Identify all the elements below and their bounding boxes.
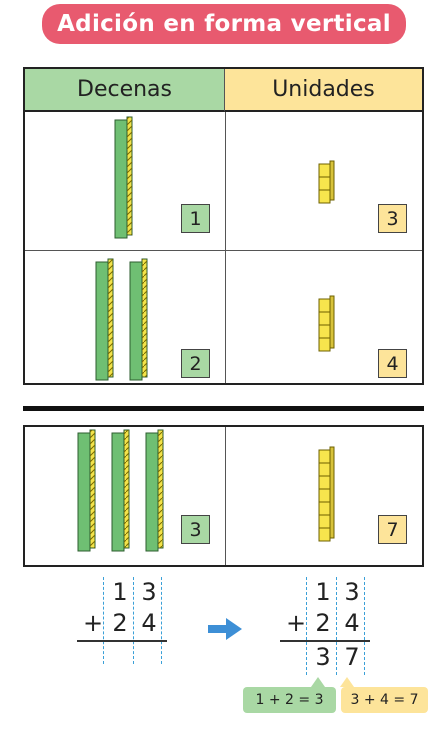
ten-rod: [145, 429, 164, 552]
digit: 3: [141, 578, 157, 606]
hint-tens: 1 + 2 = 3: [243, 687, 336, 713]
tens-count-row1: 1: [181, 204, 210, 233]
guide-line: [133, 577, 134, 664]
tens-count-result: 3: [181, 515, 210, 544]
guide-line: [336, 577, 337, 675]
units-count-row1: 3: [378, 204, 407, 233]
answer-digit-units: 7: [344, 643, 360, 671]
ten-rod: [114, 116, 133, 239]
result-column-divider: [225, 427, 226, 565]
digit: 1: [315, 578, 331, 606]
answer-digit-tens: 3: [315, 643, 331, 671]
header-decenas: Decenas: [25, 69, 225, 112]
tens-count-row2: 2: [181, 349, 210, 378]
place-value-table: Decenas Unidades 1 3 2 4: [23, 67, 424, 385]
row-divider: [25, 250, 422, 251]
digit: 4: [344, 609, 360, 637]
digit: 4: [141, 609, 157, 637]
page-title: Adición en forma vertical: [42, 4, 406, 44]
digit: 2: [112, 609, 128, 637]
ten-rod: [129, 258, 148, 381]
unit-cubes-7: [318, 446, 335, 542]
guide-line: [103, 577, 104, 664]
plus-sign: +: [286, 609, 307, 637]
title-text: Adición en forma vertical: [57, 11, 391, 37]
right-arrow-icon: [208, 618, 242, 640]
plus-sign: +: [83, 609, 104, 637]
column-divider: [225, 112, 226, 383]
hint-units: 3 + 4 = 7: [341, 687, 428, 713]
digit: 2: [315, 609, 331, 637]
ten-rod: [111, 429, 130, 552]
sum-line: [280, 640, 370, 642]
badge-pointer: [340, 677, 354, 687]
digit: 1: [112, 578, 128, 606]
unit-cubes-4: [318, 295, 335, 352]
badge-pointer: [311, 677, 325, 687]
header-unidades: Unidades: [225, 69, 422, 112]
guide-line: [161, 577, 162, 664]
ten-rod: [95, 258, 114, 381]
units-count-row2: 4: [378, 349, 407, 378]
guide-line: [364, 577, 365, 675]
units-count-result: 7: [378, 515, 407, 544]
result-table: 3 7: [23, 425, 424, 567]
digit: 3: [344, 578, 360, 606]
guide-line: [306, 577, 307, 675]
result-separator: [23, 406, 424, 411]
unit-cubes-3: [318, 160, 335, 204]
ten-rod: [77, 429, 96, 552]
sum-line: [77, 640, 167, 642]
